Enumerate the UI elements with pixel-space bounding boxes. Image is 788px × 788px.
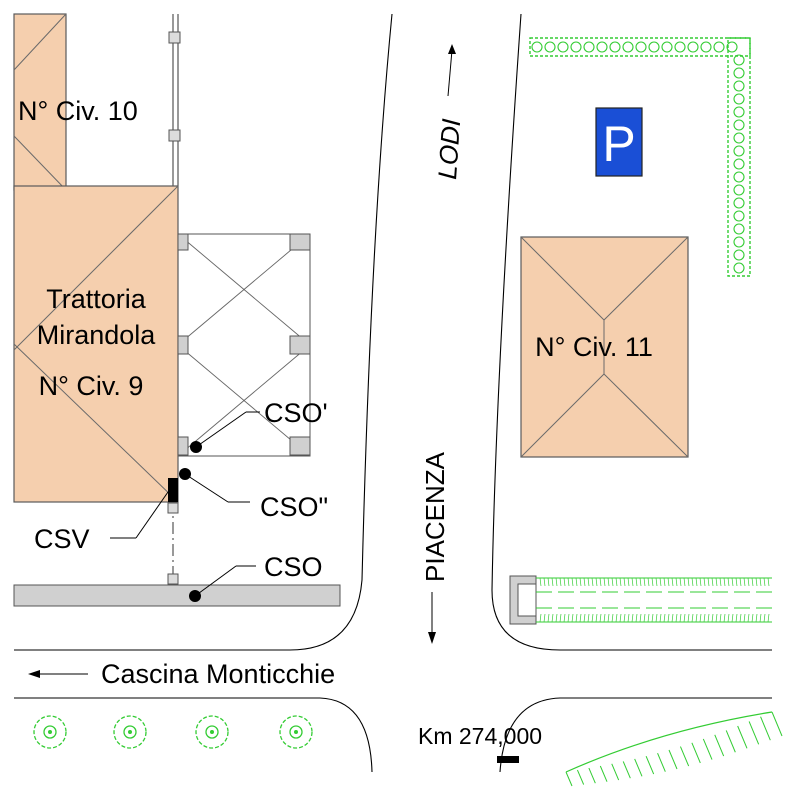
garden-strip xyxy=(509,575,772,625)
label-lodi: LODI xyxy=(432,118,466,181)
km-marker xyxy=(497,756,519,763)
label-cso-double: CSO" xyxy=(260,492,328,522)
label-civ-9: N° Civ. 9 xyxy=(39,371,144,401)
boundary-wall xyxy=(13,584,341,607)
bush-icon xyxy=(195,715,229,749)
bush-icon xyxy=(33,715,67,749)
parking-sign: P xyxy=(595,107,643,177)
building-civ-11 xyxy=(520,236,689,458)
lodi-arrow-icon xyxy=(447,44,456,97)
label-civ-10: N° Civ. 10 xyxy=(18,96,138,126)
building-trattoria-mirandola xyxy=(13,185,179,503)
fence-line xyxy=(167,14,181,585)
parking-symbol: P xyxy=(602,116,635,172)
label-piacenza: PIACENZA xyxy=(420,451,450,582)
hedge-vegetation xyxy=(529,37,751,277)
label-km: Km 274,000 xyxy=(418,723,542,749)
label-cso-prime: CSO' xyxy=(264,398,328,428)
label-trattoria: Trattoria xyxy=(46,284,147,314)
label-csv: CSV xyxy=(34,524,90,554)
building-civ-10 xyxy=(13,13,67,191)
bush-icon xyxy=(279,715,313,749)
label-civ-11: N° Civ. 11 xyxy=(535,332,653,362)
grass-slope xyxy=(565,711,783,787)
piacenza-arrow-icon xyxy=(428,592,436,644)
bush-icon xyxy=(113,715,147,749)
cascina-arrow-icon xyxy=(28,670,88,678)
label-cso: CSO xyxy=(264,552,323,582)
pergola-structure xyxy=(177,233,311,457)
csv-point[interactable] xyxy=(168,478,178,502)
road-edges xyxy=(14,13,772,773)
bushes-row xyxy=(33,715,313,749)
label-cascina: Cascina Monticchie xyxy=(101,659,335,689)
label-mirandola: Mirandola xyxy=(37,320,157,350)
measurement-points xyxy=(110,411,260,602)
